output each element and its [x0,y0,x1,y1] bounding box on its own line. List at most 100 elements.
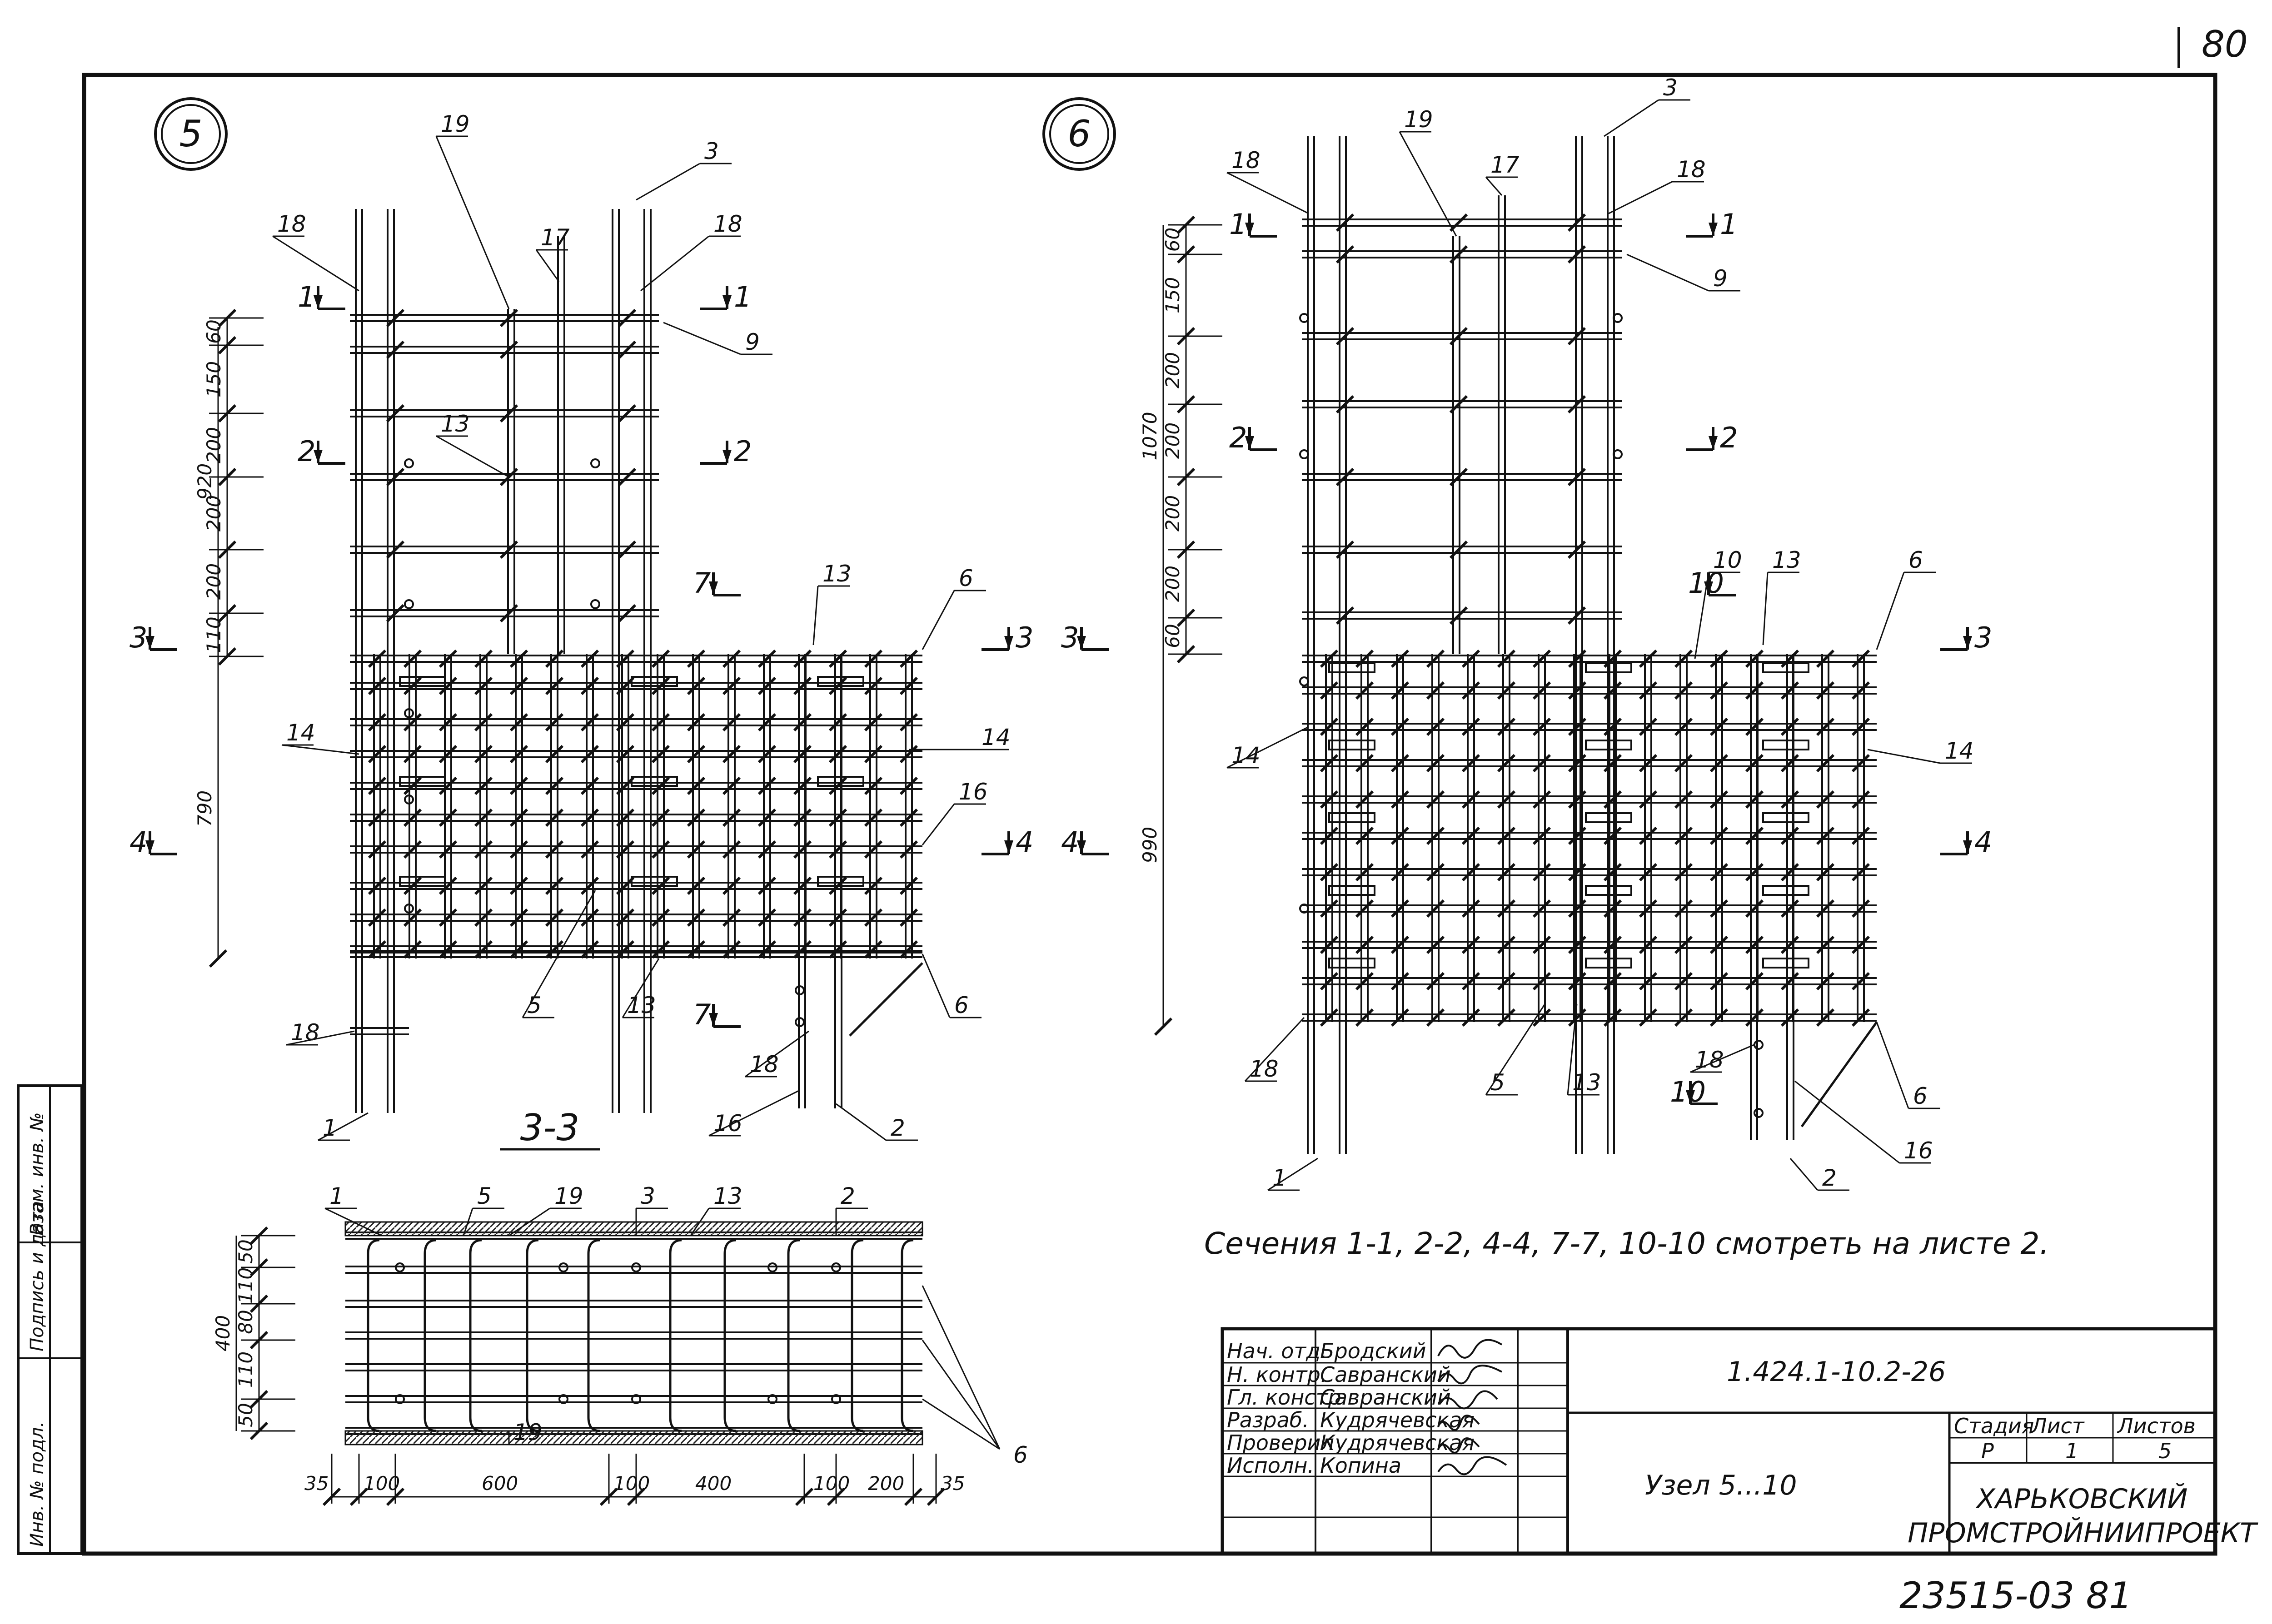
callout-18-leader [1226,172,1309,214]
weld-tick [580,676,599,695]
callout-14: 14 [286,720,315,746]
bar-section [767,1394,777,1404]
callout-9: 9 [745,329,760,355]
bar-section [558,1262,568,1272]
weld-tick [687,676,706,695]
anchor-plate [631,676,678,687]
weld-tick [1355,790,1374,809]
node-5-label: 5 [179,113,203,155]
callout-17: 17 [1490,152,1520,178]
section-mark-10: 10 [1688,566,1736,600]
dim-sec-bottom-value: 400 [695,1472,732,1495]
weld-tick [1335,395,1355,414]
weld-tick [651,940,670,959]
dim-upper-5-value: 60 [203,319,225,343]
weld-tick [1745,935,1764,954]
hook-bar [469,1239,482,1432]
weld-tick [864,649,883,668]
side-stamp: Инв. № подл. Подпись и дата Взам. инв. № [17,1084,83,1555]
section-arrowhead [314,450,323,463]
title-block: Нач. отд. Н. контр. Гл. констр. Разраб. … [1221,1327,2258,1555]
weld-tick [1709,826,1729,845]
section-arrowhead [145,636,154,650]
weld-tick [1426,899,1445,918]
weld-tick [1816,754,1835,773]
dim-upper-6-value: 200 [1161,495,1184,531]
weld-tick [1355,899,1374,918]
weld-tick [722,649,741,668]
weld-tick [757,649,777,668]
weld-tick [864,776,883,795]
weld-tick [618,540,637,559]
callout-13-leader [1762,572,1769,646]
weld-tick [651,908,670,927]
callout-3: 3 [704,138,719,164]
weld-tick [1320,681,1339,700]
callout-1-leader [1267,1157,1318,1191]
weld-tick [1674,717,1693,736]
weld-tick [1320,863,1339,882]
weld-tick [1816,935,1835,954]
weld-tick [438,649,458,668]
weld-tick [1780,972,1799,991]
weld-tick [580,908,599,927]
weld-tick [1532,1008,1551,1027]
callout-1: 1 [329,1183,344,1209]
dim-upper-5-value: 200 [203,495,225,531]
weld-tick [368,940,387,959]
weld-tick [580,840,599,859]
bar-section [795,985,805,995]
weld-tick [386,308,405,328]
weld-tick [580,776,599,795]
section-mark-label: 1 [1229,208,1247,241]
section-arrowhead [1245,436,1254,450]
weld-tick [793,876,812,895]
weld-tick [1449,327,1468,346]
weld-tick [1780,649,1799,668]
weld-tick [1674,899,1693,918]
tb-name-5: Кудрячевская [1320,1430,1475,1455]
callout-18: 18 [713,211,742,237]
weld-tick [757,840,777,859]
bar-section [1299,449,1309,459]
weld-tick [1320,717,1339,736]
callout-16: 16 [959,779,988,805]
bar-section [1299,904,1309,914]
weld-tick [1709,1008,1729,1027]
dim-upper-5-tick [218,540,237,559]
weld-tick [1567,540,1586,559]
section-mark-7: 7 [693,566,741,600]
weld-tick [1639,754,1658,773]
callout-14: 14 [982,724,1011,750]
dim-upper-6-value: 60 [1161,228,1184,252]
section-mark-label: 3 [130,621,147,654]
tb-name-3: Савранский [1320,1385,1451,1410]
weld-tick [1532,826,1551,845]
anchor-plate [1762,812,1809,823]
weld-tick [1674,935,1693,954]
weld-tick [722,713,741,732]
weld-tick [438,840,458,859]
weld-tick [474,713,493,732]
weld-tick [1816,790,1835,809]
weld-tick [1745,754,1764,773]
anchor-plate [1328,885,1375,896]
weld-tick [1639,826,1658,845]
weld-tick [618,404,637,423]
section-arrowhead [1004,840,1013,854]
weld-tick [1568,681,1587,700]
weld-tick [1355,681,1374,700]
weld-tick [757,745,777,764]
weld-tick [1851,1008,1870,1027]
callout-5: 5 [1490,1069,1505,1096]
weld-tick [1603,935,1622,954]
weld-tick [1603,790,1622,809]
weld-tick [793,808,812,827]
weld-tick [1745,826,1764,845]
weld-tick [386,540,405,559]
weld-tick [1497,717,1516,736]
section-mark-3: 3 [1940,621,1992,654]
anchor-plate [631,876,678,887]
weld-tick [1567,606,1586,625]
